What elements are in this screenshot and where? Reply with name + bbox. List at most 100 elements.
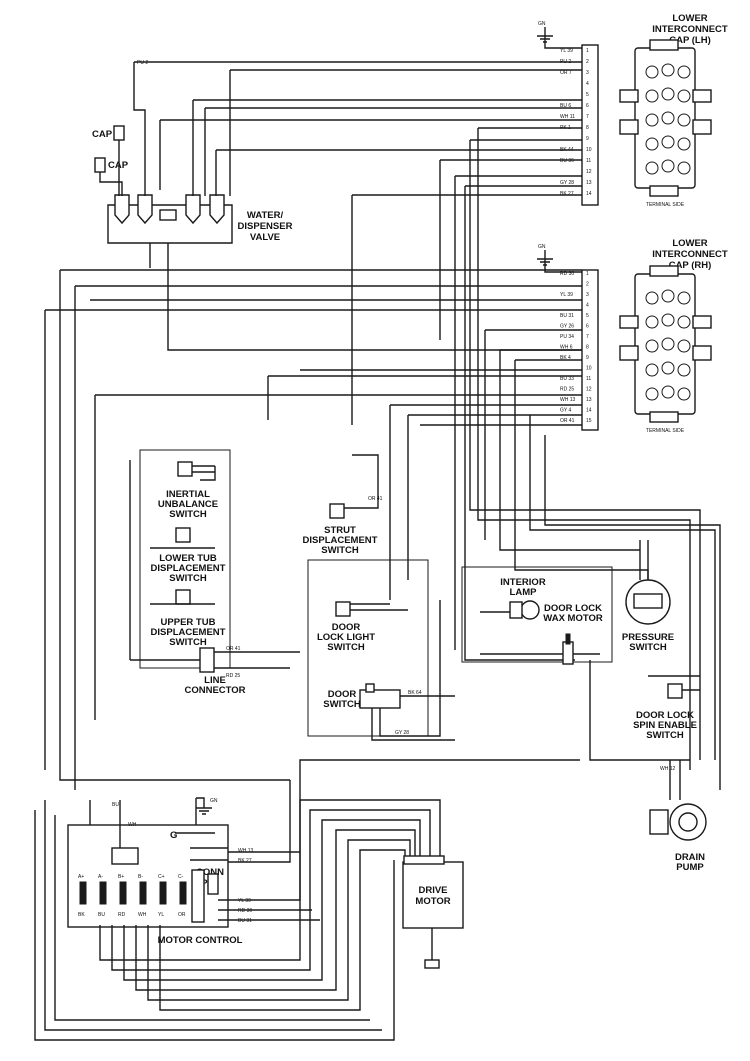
upper-tub-label-3: SWITCH <box>169 637 207 648</box>
cap-rh-title-2: INTERCONNECT <box>652 249 728 260</box>
motor-terminal-color: RD <box>118 912 126 918</box>
lower-tub-displacement-switch: LOWER TUB DISPLACEMENT SWITCH <box>150 527 226 584</box>
cap-rh-row-label: GY 26 <box>560 324 574 330</box>
motor-terminal <box>99 881 107 905</box>
connector-strip-lh <box>581 44 599 206</box>
cap-lh-row-label: BU 36 <box>560 158 574 164</box>
motor-control-g-label: G <box>170 830 177 841</box>
wax-motor-label-1: DOOR LOCK <box>544 603 602 614</box>
line-connector: LINE CONNECTOR <box>129 460 300 696</box>
motor-terminal-color: OR <box>178 912 186 918</box>
motor-terminal-label: A- <box>98 874 103 880</box>
cap-rh-row-label: PU 34 <box>560 334 574 340</box>
cap-lh-pin-number: 8 <box>586 125 589 131</box>
strut-label-2: DISPLACEMENT <box>303 535 378 546</box>
drain-pump: DRAIN PUMP <box>649 760 707 873</box>
wire-tag-gn-mc: GN <box>210 798 218 804</box>
strut-label-3: SWITCH <box>321 545 359 556</box>
cap-rh-pin-number: 11 <box>586 376 591 382</box>
interior-lamp: INTERIOR LAMP <box>480 577 546 620</box>
ground-symbol-top <box>537 27 582 49</box>
wire-tag-or41: OR 41 <box>226 646 241 652</box>
wire-tag-gn-top: GN <box>538 21 546 27</box>
inertial-label-3: SWITCH <box>169 509 207 520</box>
ground-symbol-mc <box>195 797 212 825</box>
pressure-switch: PRESSURE SWITCH <box>622 540 674 653</box>
motor-harness <box>34 799 441 1041</box>
motor-terminal-color: WH <box>138 912 147 918</box>
valve-wires <box>133 61 582 351</box>
wire-tag-pu2: PU 2 <box>137 60 148 66</box>
wire-tag-wh13: WH 13 <box>238 848 254 854</box>
interior-lamp-label-2: LAMP <box>510 587 538 598</box>
interior-lamp-label-1: INTERIOR <box>500 577 546 588</box>
door-lock-light-label-3: SWITCH <box>327 642 365 653</box>
cap-lh-pin-number: 2 <box>586 59 589 65</box>
line-connector-label-2: CONNECTOR <box>184 685 245 696</box>
cap-lh-row-label: OR 7 <box>560 70 572 76</box>
cap-lh-pin-number: 7 <box>586 114 589 120</box>
lamp-frame <box>461 566 613 663</box>
water-valve-label-2: DISPENSER <box>238 221 293 232</box>
motor-terminal-color: BK <box>78 912 85 918</box>
upper-tub-displacement-switch: UPPER TUB DISPLACEMENT SWITCH <box>150 589 226 648</box>
pressure-label-2: SWITCH <box>629 642 667 653</box>
spin-wire <box>589 660 690 761</box>
cap-rh-pin-number: 14 <box>586 408 592 414</box>
wire-tag-wh12: WH 12 <box>660 766 676 772</box>
cap-lh-pin-number: 3 <box>586 70 589 76</box>
cap-rh-row-label: BU 33 <box>560 376 574 382</box>
strut-displacement-switch: OR 41 STRUT DISPLACEMENT SWITCH <box>303 454 383 556</box>
cap-lh-pin-number: 5 <box>586 92 589 98</box>
motor-control: G CONN JPA A+BKA-BUB+RDB-WHC+YLC-OR MOTO… <box>67 824 243 946</box>
spin-enable-label-2: SPIN ENABLE <box>633 720 697 731</box>
motor-terminal <box>159 881 167 905</box>
wire-tag-gy28: GY 28 <box>395 730 409 736</box>
cap-lh-title-3: CAP (LH) <box>669 35 711 46</box>
cap-rh-pin-number: 5 <box>586 313 589 319</box>
switch-group-frame <box>139 449 231 669</box>
cap-lh-title-2: INTERCONNECT <box>652 24 728 35</box>
cap-rh-row-label: RD 30 <box>560 271 574 277</box>
cap-rh-pin-number: 3 <box>586 292 589 298</box>
drive-motor: DRIVE MOTOR <box>402 855 464 969</box>
cap-lh-pin-number: 9 <box>586 136 589 142</box>
motor-terminal-label: B+ <box>118 874 124 880</box>
wire-tag-rd25: RD 25 <box>226 673 240 679</box>
cap-lh-pin-number: 6 <box>586 103 589 109</box>
motor-terminal-color: BU <box>98 912 105 918</box>
motor-terminal-color: YL <box>158 912 164 918</box>
lower-tub-label-2: DISPLACEMENT <box>151 563 226 574</box>
wire-tag-or41b: OR 41 <box>368 496 383 502</box>
wax-motor-label-2: WAX MOTOR <box>543 613 603 624</box>
cap-lh-row-label: BK 27 <box>560 191 574 197</box>
drain-pump-label-1: DRAIN <box>675 852 705 863</box>
cap-lh-pin-number: 13 <box>586 180 592 186</box>
wire-tag-wh: WH <box>128 822 137 828</box>
drive-motor-label-2: MOTOR <box>415 896 450 907</box>
motor-terminal <box>79 881 87 905</box>
water-valve-label-3: VALVE <box>250 232 280 243</box>
cap-rh-pin-number: 13 <box>586 397 592 403</box>
inertial-label-1: INERTIAL <box>166 489 210 500</box>
cap-rh-row-label: YL 39 <box>560 292 573 298</box>
motor-terminal-label: C+ <box>158 874 165 880</box>
door-lock-wax-motor: DOOR LOCK WAX MOTOR <box>480 603 603 665</box>
wire-tag-gn-mid: GN <box>538 244 546 250</box>
pressure-label-1: PRESSURE <box>622 632 674 643</box>
cap-lh-row-label: GY 28 <box>560 180 574 186</box>
cap-lh-row-label: YL 39 <box>560 48 573 54</box>
wire-tag-bu31: BU 31 <box>238 918 252 924</box>
wire-tag-bk27: BK 27 <box>238 858 252 864</box>
cap-rh-title-1: LOWER <box>672 238 707 249</box>
motor-terminal-label: A+ <box>78 874 84 880</box>
water-dispenser-valve: WATER/ DISPENSER VALVE <box>107 194 293 244</box>
door-switch-label-1: DOOR <box>328 689 357 700</box>
motor-terminal <box>139 881 147 905</box>
conn-label-2: JPA <box>196 878 214 889</box>
cap-lh-pin-number: 1 <box>586 48 589 54</box>
lower-interconnect-cap-lh: LOWER INTERCONNECT CAP (LH) TERMINAL SID… <box>619 13 728 208</box>
spin-enable-label-3: SWITCH <box>646 730 684 741</box>
cap-rh-pin-number: 4 <box>586 303 589 309</box>
